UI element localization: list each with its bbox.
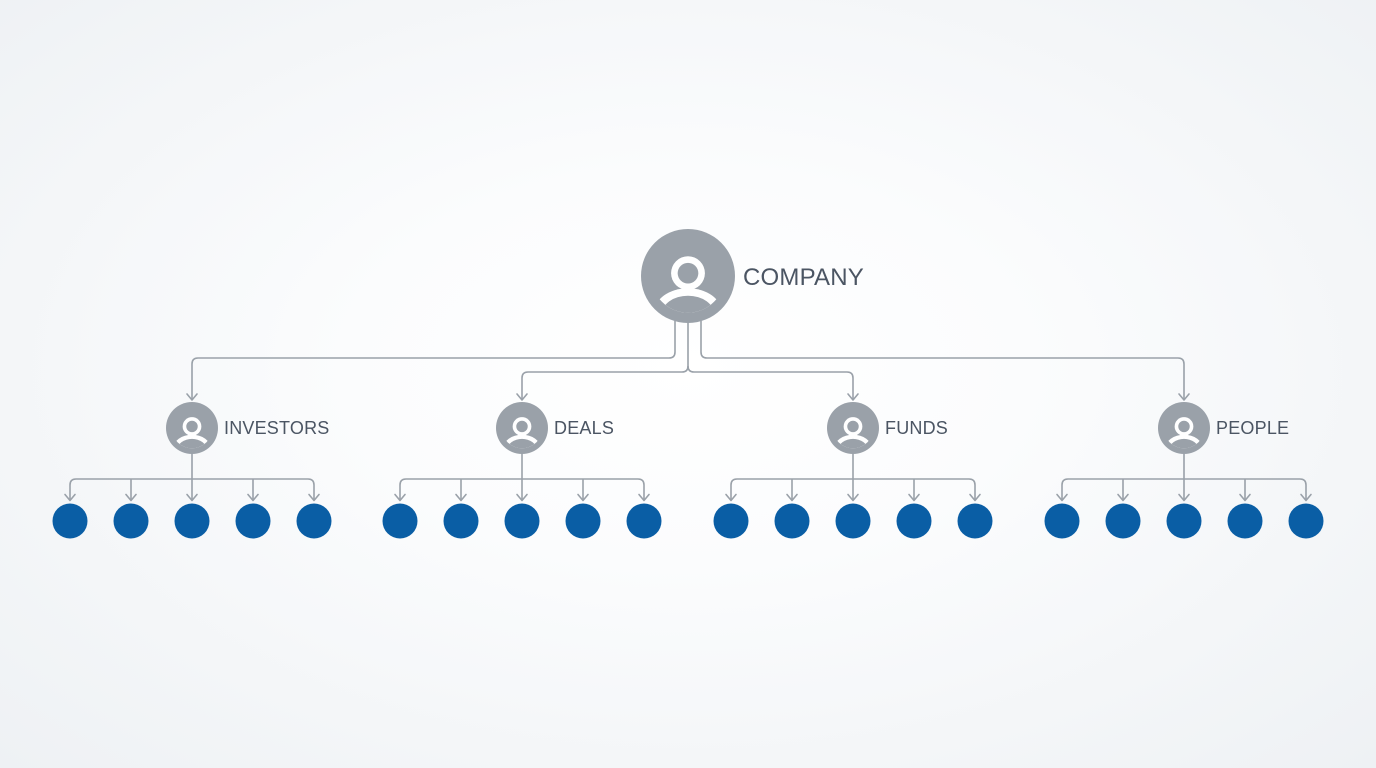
root-label: COMPANY [743, 264, 864, 291]
leaf-node-investors-5 [296, 503, 332, 539]
leaf-node-deals-3 [504, 503, 540, 539]
category-label: INVESTORS [224, 418, 330, 438]
leaf-node-investors-2 [113, 503, 149, 539]
leaf-node-deals-4 [565, 503, 601, 539]
category-node-people: PEOPLE [1158, 402, 1289, 454]
leaf-node-investors-3 [174, 503, 210, 539]
category-node-investors: INVESTORS [166, 402, 330, 454]
category-node-funds: FUNDS [827, 402, 948, 454]
leaf-node-people-5 [1288, 503, 1324, 539]
leaf-node-funds-4 [896, 503, 932, 539]
leaf-node-deals-1 [382, 503, 418, 539]
person-icon [641, 229, 735, 323]
person-icon [166, 402, 218, 454]
category-label: FUNDS [885, 418, 948, 438]
root-node-company: COMPANY [641, 229, 864, 323]
leaf-node-investors-4 [235, 503, 271, 539]
leaf-node-deals-5 [626, 503, 662, 539]
category-node-deals: DEALS [496, 402, 614, 454]
leaf-node-investors-1 [52, 503, 88, 539]
leaf-node-funds-3 [835, 503, 871, 539]
leaf-node-funds-5 [957, 503, 993, 539]
person-icon [827, 402, 879, 454]
leaf-nodes [52, 503, 1324, 539]
person-icon [1158, 402, 1210, 454]
category-label: PEOPLE [1216, 418, 1289, 438]
leaf-node-people-4 [1227, 503, 1263, 539]
leaf-node-people-1 [1044, 503, 1080, 539]
connector-lines [64, 321, 1312, 502]
leaf-node-people-3 [1166, 503, 1202, 539]
leaf-node-funds-1 [713, 503, 749, 539]
category-label: DEALS [554, 418, 614, 438]
person-icon [496, 402, 548, 454]
leaf-node-people-2 [1105, 503, 1141, 539]
leaf-node-deals-2 [443, 503, 479, 539]
leaf-node-funds-2 [774, 503, 810, 539]
